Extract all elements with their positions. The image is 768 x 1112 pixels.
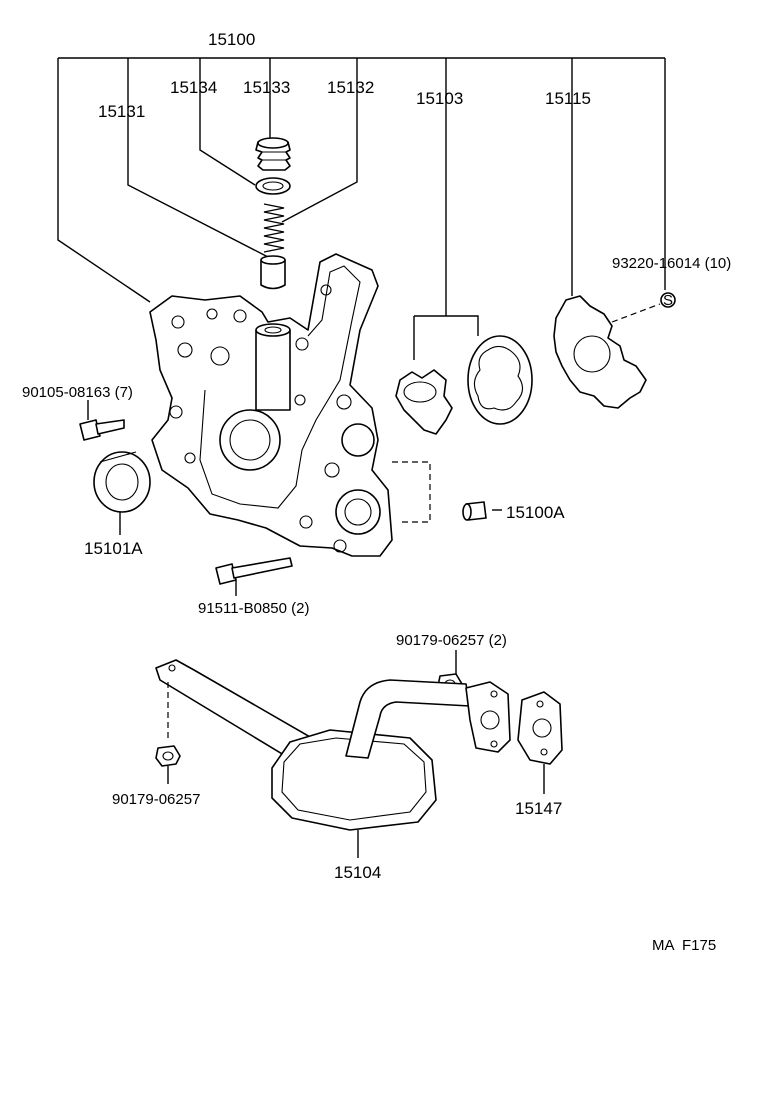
label-15104: 15104 (334, 863, 381, 882)
gasket-15147 (517, 691, 563, 765)
nut-90179-single (155, 745, 181, 767)
label-15103: 15103 (416, 89, 463, 108)
label-15101A: 15101A (84, 539, 143, 558)
screw-symbol-S: S (660, 292, 676, 309)
label-15132: 15132 (327, 78, 374, 97)
spring-15132 (263, 203, 285, 253)
label-90179b: 90179-06257 (112, 791, 200, 808)
bolt-91511 (215, 557, 293, 585)
label-90179a: 90179-06257 (2) (396, 632, 507, 649)
reference-code: MA F175 (652, 937, 716, 954)
label-93220: 93220-16014 (10) (612, 255, 731, 272)
dashed-leader-93220 (611, 303, 661, 323)
label-90105: 90105-08163 (7) (22, 384, 133, 401)
label-15100A: 15100A (506, 503, 565, 522)
label-15147: 15147 (515, 799, 562, 818)
s-mark-text: S (663, 292, 673, 309)
label-15131: 15131 (98, 102, 145, 121)
assembly-bracket-15100 (57, 57, 666, 316)
gasket-15134 (255, 177, 291, 195)
pin-15100A (462, 501, 487, 521)
label-15133: 15133 (243, 78, 290, 97)
valve-15131 (260, 255, 286, 290)
label-15134: 15134 (170, 78, 217, 97)
pump-cover-15115 (553, 295, 647, 409)
label-91511: 91511-B0850 (2) (198, 600, 309, 617)
oil-pump-body (149, 253, 393, 557)
bolt-90105 (79, 419, 125, 441)
oil-seal-15101A (93, 451, 151, 513)
rotor-set-15103 (395, 315, 533, 435)
dashed-leader-15100A (392, 461, 431, 523)
oil-strainer-15104 (155, 659, 511, 831)
label-15115: 15115 (545, 89, 591, 108)
label-15100: 15100 (208, 30, 255, 49)
relief-plug-15133 (255, 137, 291, 171)
